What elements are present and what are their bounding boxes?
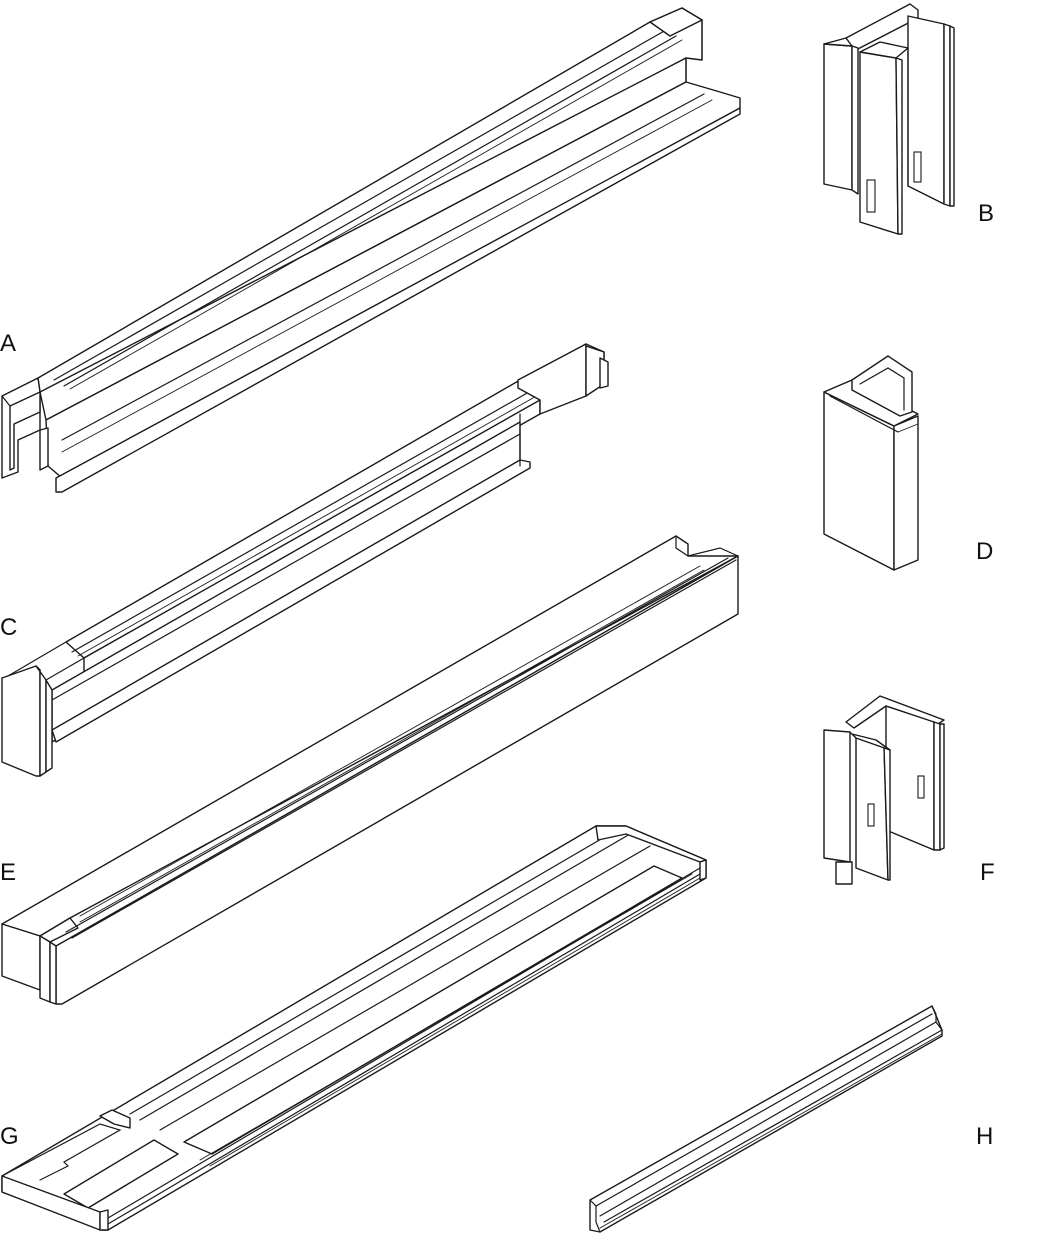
part-e xyxy=(1,535,739,1005)
label-b: B xyxy=(978,200,994,227)
label-g: G xyxy=(0,1123,19,1150)
part-a xyxy=(1,7,741,493)
label-f: F xyxy=(980,859,995,886)
label-h: H xyxy=(976,1123,993,1150)
label-e: E xyxy=(0,859,16,886)
label-c: C xyxy=(0,614,17,641)
part-h xyxy=(589,1005,943,1233)
part-f xyxy=(823,695,945,885)
label-a: A xyxy=(0,330,16,357)
part-g xyxy=(1,825,707,1231)
label-d: D xyxy=(976,538,993,565)
part-c xyxy=(1,343,609,777)
part-d xyxy=(823,355,919,571)
part-b xyxy=(823,3,955,235)
